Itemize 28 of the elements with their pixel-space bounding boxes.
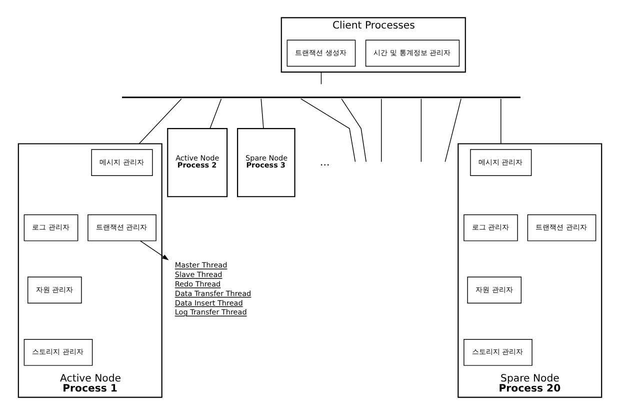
node-box: 트랜잭션 관리자 (527, 214, 596, 241)
node-text: Master Thread Slave Thread Redo Thread Data Transfer Thread Data Insert Thread Log Transfer Thread (174, 260, 252, 316)
connector (300, 98, 356, 162)
node-box: 메시지 관리자 (91, 148, 153, 176)
node-box: Active Node Process 2 (167, 128, 228, 197)
node-bar (122, 96, 520, 98)
connector (138, 98, 182, 144)
node-box: 시간 및 통계정보 관리자 (365, 39, 460, 66)
connector (420, 98, 422, 162)
node-box: 스토리지 관리자 (24, 338, 93, 366)
node-box: 스토리지 관리자 (464, 338, 532, 366)
connector (500, 98, 502, 144)
node-box: Spare Node Process 3 (237, 128, 296, 197)
connector (341, 98, 366, 162)
node-box: 메시지 관리자 (470, 148, 532, 176)
label: ... (320, 156, 330, 168)
connector (444, 98, 462, 162)
node-box: 자원 관리자 (27, 276, 82, 303)
connector (210, 98, 222, 128)
node-box: 트랜잭션 관리자 (88, 214, 156, 241)
connector (381, 98, 382, 162)
node-box: 트랜잭션 생성자 (286, 39, 356, 66)
node-box: 자원 관리자 (467, 276, 522, 303)
arrow (140, 240, 169, 260)
node-box: 로그 관리자 (24, 214, 78, 241)
connector (320, 71, 322, 84)
connector (260, 98, 264, 128)
node-box: 로그 관리자 (464, 214, 518, 241)
